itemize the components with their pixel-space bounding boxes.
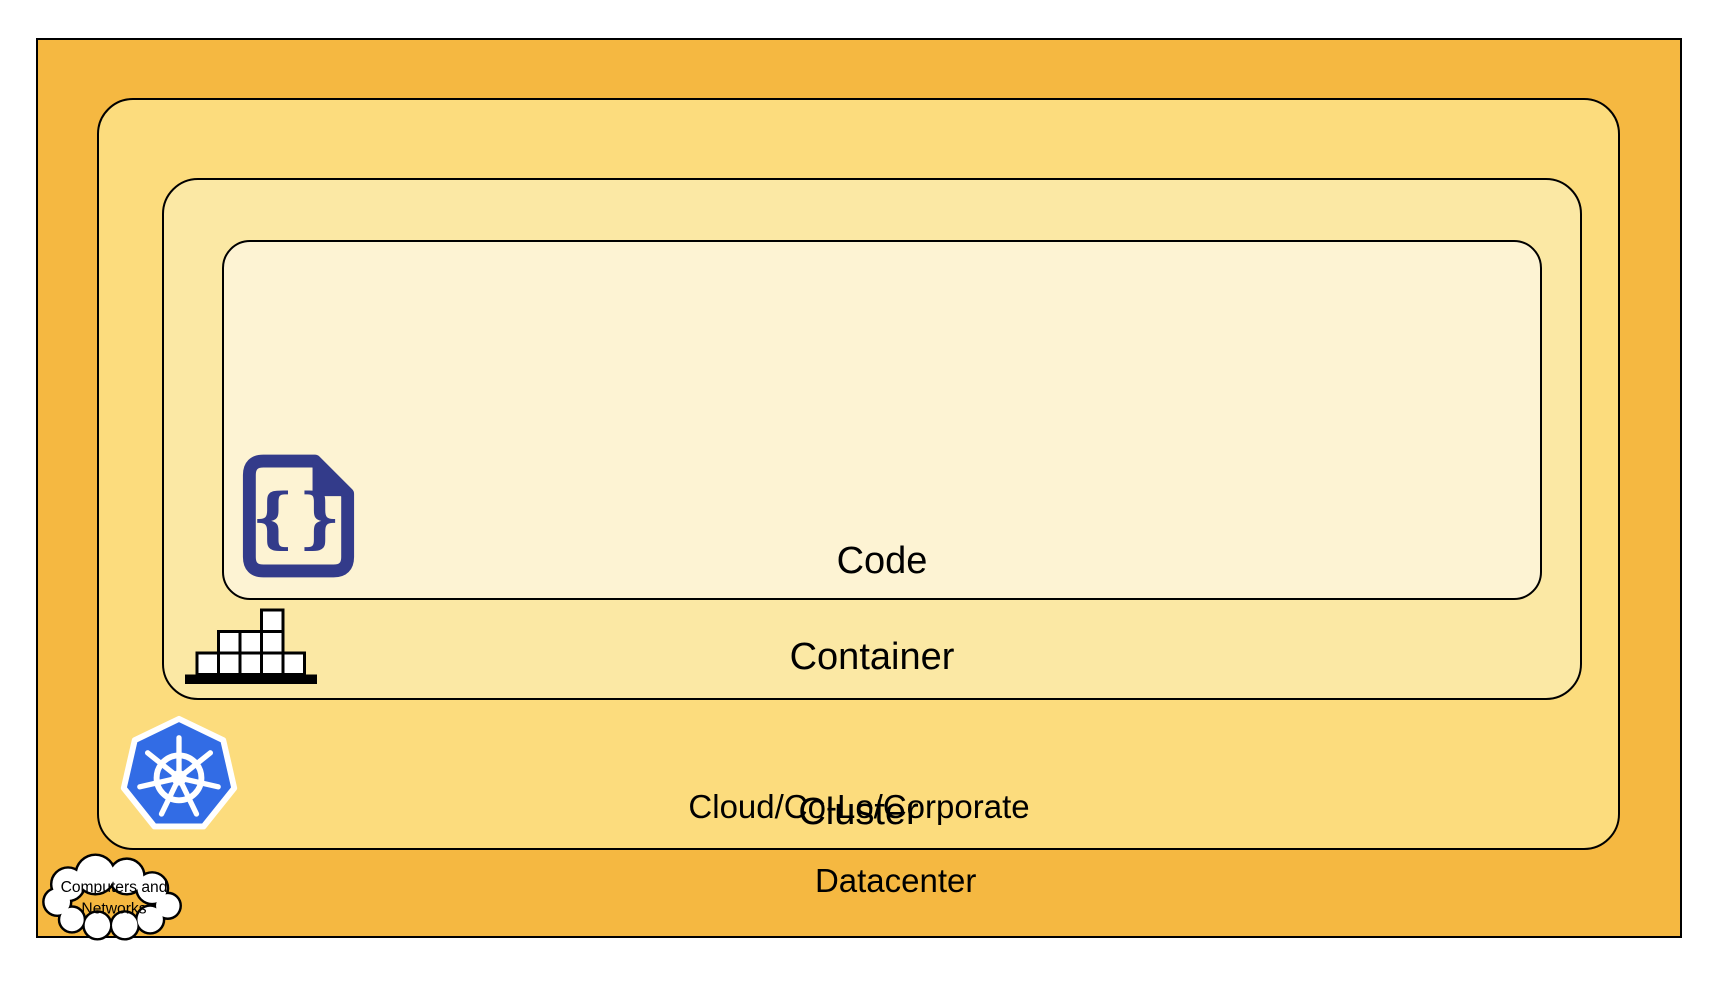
datacenter-box: {} Code — [36, 38, 1682, 941]
code-file-outline — [242, 454, 355, 578]
code-file-fold — [312, 458, 350, 497]
container-box: {} Code — [162, 178, 1582, 700]
cloud-icon: Computers and Networks — [40, 853, 188, 941]
datacenter-label: Cloud/Co-Lo/Corporate Datacenter — [38, 788, 1680, 936]
datacenter-label-line1: Cloud/Co-Lo/Corporate — [688, 788, 1030, 825]
datacenter-label-line2: Datacenter — [814, 862, 977, 899]
cluster-label: Cluster — [798, 791, 919, 834]
code-box: {} Code — [222, 240, 1542, 600]
container-blocks-icon — [185, 608, 317, 684]
kubernetes-icon — [120, 713, 238, 838]
cloud-label-line2: Networks — [81, 901, 146, 918]
code-label: Code — [836, 540, 928, 583]
blocks-base-bar — [185, 674, 317, 684]
container-label: Container — [789, 636, 955, 679]
cloud-label-line1: Computers and — [61, 879, 168, 896]
cluster-box: {} Code — [97, 98, 1620, 850]
code-file-icon: {} — [240, 454, 357, 578]
cloud-body — [44, 855, 180, 939]
kubernetes-hub — [171, 770, 187, 786]
code-braces: {} — [252, 480, 346, 557]
block — [260, 608, 285, 633]
